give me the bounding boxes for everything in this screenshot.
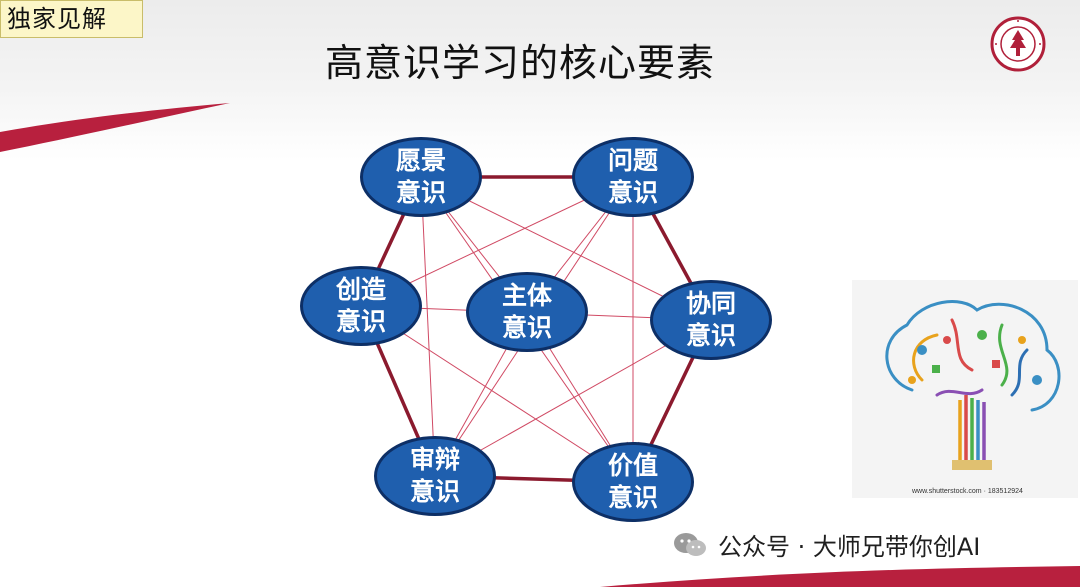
node-value-awareness: 价值意识 <box>572 442 694 522</box>
watermark-text: 公众号 · 大师兄带你创AI <box>718 533 981 561</box>
university-seal-logo <box>990 16 1046 72</box>
node-problem-awareness: 问题意识 <box>572 137 694 217</box>
page-title: 高意识学习的核心要素 <box>324 41 715 85</box>
node-collaboration-awareness: 协同意识 <box>650 280 772 360</box>
core-elements-diagram: 愿景意识 问题意识 创造意识 主体意识 协同意识 审辩意识 价值意识 <box>290 130 790 530</box>
exclusive-insight-tag: 独家见解 <box>0 0 143 38</box>
header-background <box>0 0 1080 160</box>
wechat-watermark: 公众号 · 大师兄带你创AI <box>672 527 980 562</box>
image-caption: www.shutterstock.com · 183512924 <box>912 488 1023 495</box>
wechat-icon <box>674 532 706 556</box>
node-creative-awareness: 创造意识 <box>300 266 422 346</box>
node-critical-thinking-awareness: 审辩意识 <box>374 436 496 516</box>
node-vision-awareness: 愿景意识 <box>360 137 482 217</box>
brain-tree-illustration <box>852 280 1078 498</box>
node-subject-awareness: 主体意识 <box>466 272 588 352</box>
